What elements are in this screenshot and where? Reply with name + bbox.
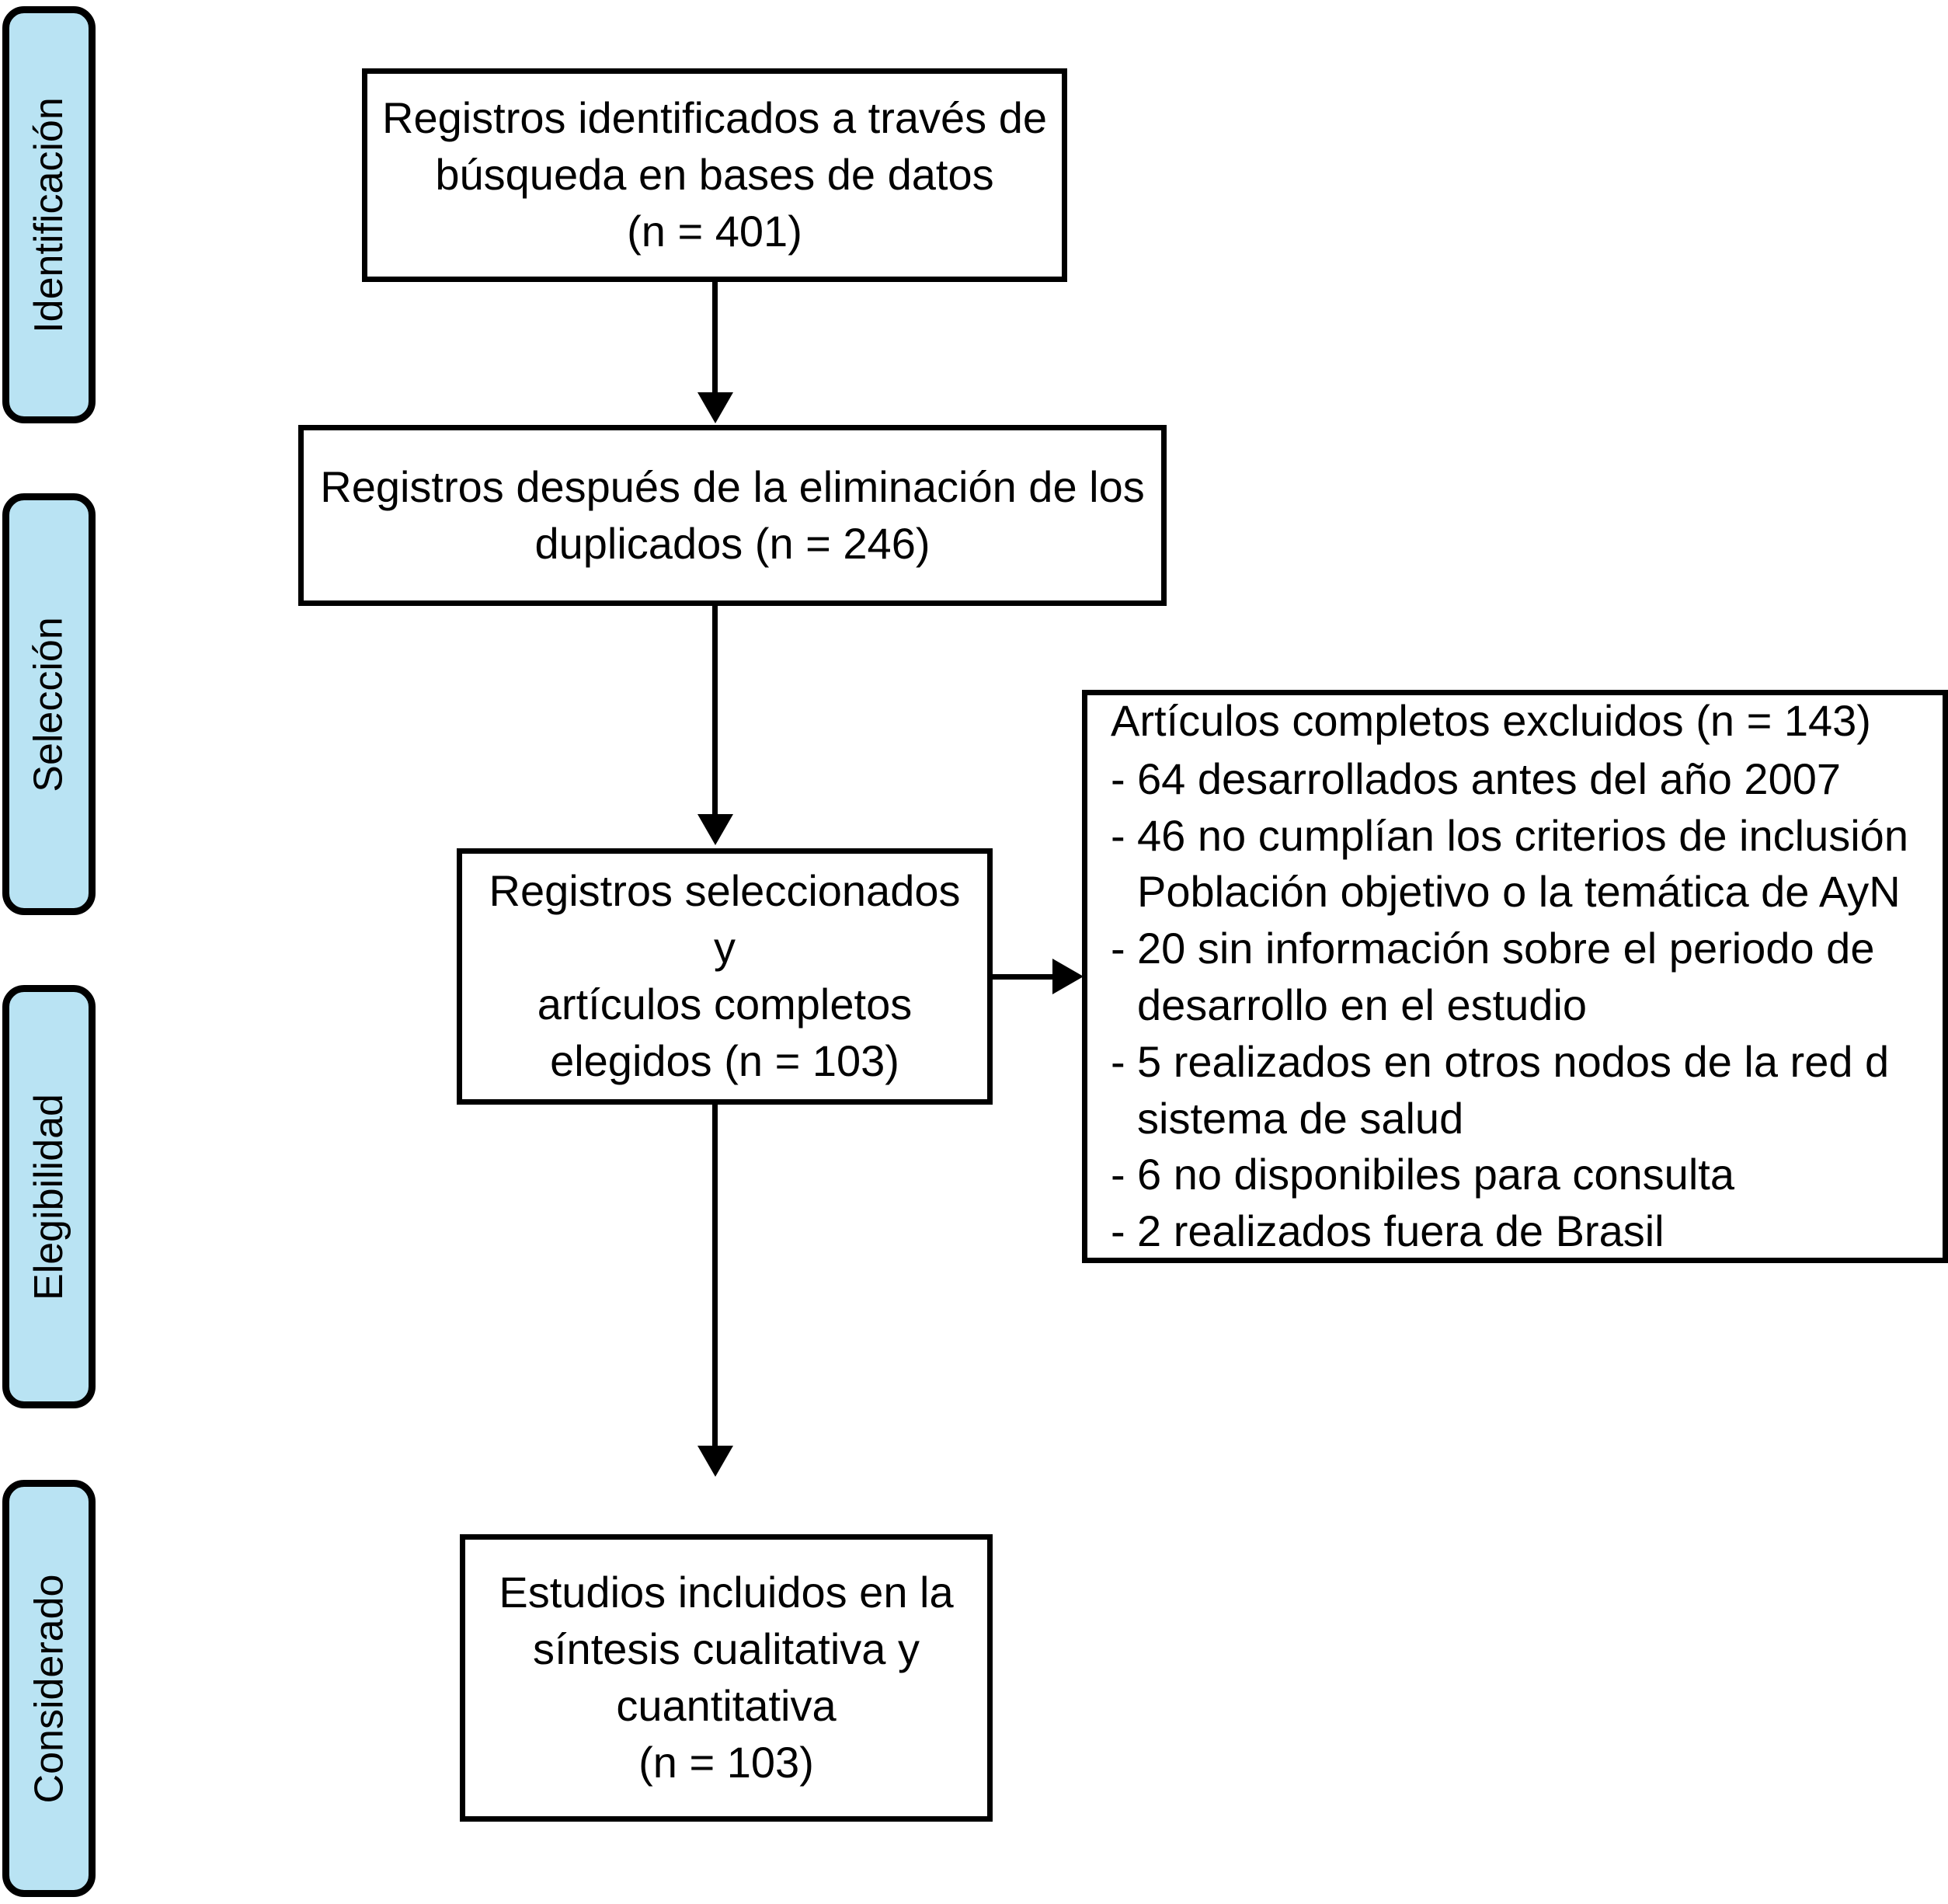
box-records-screened: Registros seleccionados y artículos comp… bbox=[457, 848, 993, 1105]
excluded-reason-item: 6 no disponibiles para consulta bbox=[1111, 1147, 1922, 1203]
arrowhead-screened-to-included bbox=[697, 1446, 733, 1477]
connector-duplicates-to-screened bbox=[712, 606, 718, 817]
stage-seleccion: Selección bbox=[2, 493, 96, 915]
box-articles-excluded-title: Artículos completos excluidos (n = 143) bbox=[1111, 696, 1871, 746]
stage-seleccion-label: Selección bbox=[26, 616, 71, 792]
stage-identificacion-label: Identificación bbox=[26, 96, 71, 333]
box-studies-included: Estudios incluidos en la síntesis cualit… bbox=[460, 1534, 993, 1822]
connector-screened-to-excluded bbox=[993, 974, 1056, 980]
excluded-reason-item: 46 no cumplían los criterios de inclusió… bbox=[1111, 808, 1922, 921]
box-records-identified-text: Registros identificados a través de búsq… bbox=[382, 93, 1047, 256]
box-records-after-duplicates: Registros después de la eliminación de l… bbox=[298, 425, 1167, 606]
excluded-reason-item: 2 realizados fuera de Brasil bbox=[1111, 1203, 1922, 1260]
stage-identificacion: Identificación bbox=[2, 6, 96, 423]
excluded-reason-item: 5 realizados en otros nodos de la red d … bbox=[1111, 1034, 1922, 1147]
stage-elegibilidad-label: Elegibilidad bbox=[26, 1093, 71, 1300]
stage-elegibilidad: Elegibilidad bbox=[2, 985, 96, 1408]
excluded-reasons-list: 64 desarrollados antes del año 2007 46 n… bbox=[1111, 751, 1922, 1260]
excluded-reason-item: 64 desarrollados antes del año 2007 bbox=[1111, 751, 1922, 808]
connector-identified-to-duplicates bbox=[712, 282, 718, 395]
stage-considerado: Considerado bbox=[2, 1480, 96, 1897]
arrowhead-screened-to-excluded bbox=[1052, 959, 1084, 994]
arrowhead-duplicates-to-screened bbox=[697, 814, 733, 845]
box-records-after-duplicates-text: Registros después de la eliminación de l… bbox=[320, 461, 1145, 568]
excluded-reason-item: 20 sin información sobre el periodo de d… bbox=[1111, 921, 1922, 1034]
box-records-identified: Registros identificados a través de búsq… bbox=[362, 68, 1067, 282]
arrowhead-identified-to-duplicates bbox=[697, 392, 733, 423]
connector-screened-to-included bbox=[712, 1105, 718, 1449]
box-studies-included-text: Estudios incluidos en la síntesis cualit… bbox=[499, 1568, 954, 1787]
box-records-screened-text: Registros seleccionados y artículos comp… bbox=[489, 866, 961, 1085]
stage-considerado-label: Considerado bbox=[26, 1574, 71, 1803]
box-articles-excluded: Artículos completos excluidos (n = 143) … bbox=[1082, 690, 1948, 1263]
